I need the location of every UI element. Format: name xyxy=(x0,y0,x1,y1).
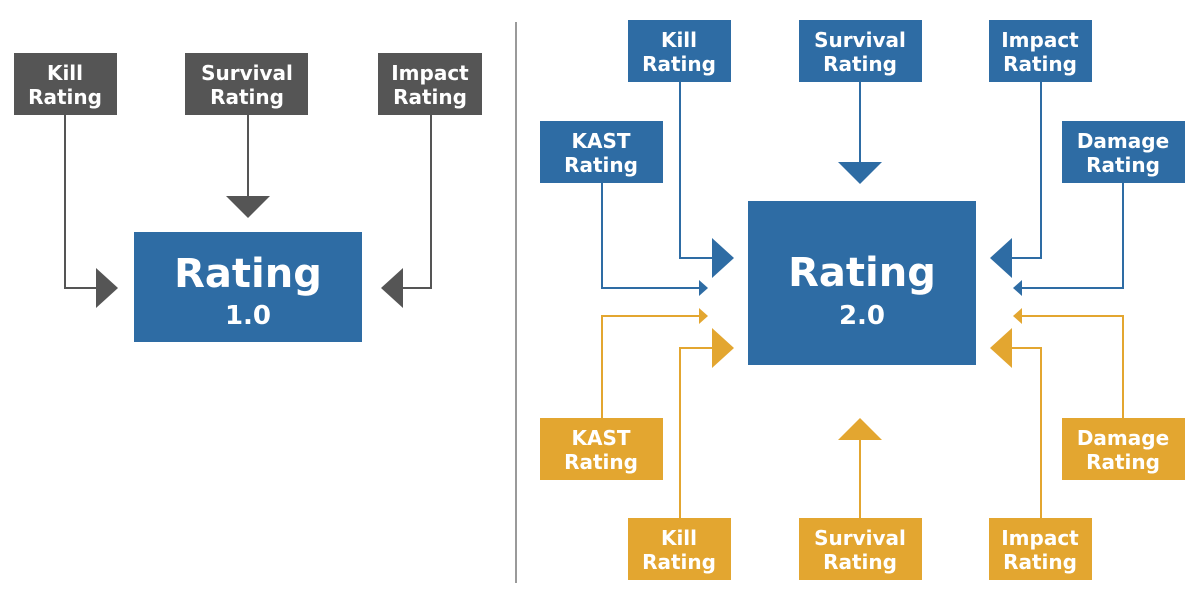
arrow-left-icon xyxy=(381,268,403,308)
gold-input-impact: Impact Rating xyxy=(989,518,1092,580)
impact-connector xyxy=(1012,347,1042,518)
box-line2: Rating xyxy=(1086,450,1160,474)
rating-2-diagram: Kill Rating Survival Rating Impact Ratin… xyxy=(540,20,1185,580)
box-line2: Rating xyxy=(642,550,716,574)
blue-input-impact: Impact Rating xyxy=(989,20,1092,82)
arrow-down-icon xyxy=(838,162,882,184)
box-line1: KAST xyxy=(571,426,630,450)
box-line2: Rating xyxy=(642,52,716,76)
arrow-right-small-icon xyxy=(699,280,708,296)
box-line1: Damage xyxy=(1077,426,1169,450)
rating-1-box: Rating 1.0 xyxy=(134,232,362,342)
box-line1: Survival xyxy=(814,526,906,550)
impact-connector xyxy=(1012,82,1042,259)
arrow-right-icon xyxy=(712,328,734,368)
arrow-left-small-icon xyxy=(1013,308,1022,324)
blue-input-damage: Damage Rating xyxy=(1062,121,1185,183)
center-version: 2.0 xyxy=(839,301,885,331)
box-line2: Rating xyxy=(210,85,284,109)
box-line1: Kill xyxy=(47,61,83,85)
arrow-left-small-icon xyxy=(1013,280,1022,296)
box-line1: Survival xyxy=(814,28,906,52)
box-line1: Impact xyxy=(1001,28,1079,52)
center-title: Rating xyxy=(788,250,936,296)
gold-input-survival: Survival Rating xyxy=(799,518,922,580)
arrow-down-icon xyxy=(226,196,270,218)
box-line1: Kill xyxy=(661,526,697,550)
box-line1: Impact xyxy=(391,61,469,85)
blue-connectors xyxy=(601,82,1124,289)
box-line2: Rating xyxy=(564,450,638,474)
impact-connector xyxy=(403,115,432,289)
arrow-right-icon xyxy=(712,238,734,278)
blue-input-kast: KAST Rating xyxy=(540,121,663,183)
arrow-left-icon xyxy=(990,238,1012,278)
kast-connector xyxy=(601,183,700,289)
damage-connector xyxy=(1022,315,1124,418)
blue-arrowheads xyxy=(699,162,1022,296)
left-input-impact: Impact Rating xyxy=(378,53,482,115)
box-line2: Rating xyxy=(1003,52,1077,76)
kast-connector xyxy=(601,315,700,418)
box-line1: Impact xyxy=(1001,526,1079,550)
box-line1: Kill xyxy=(661,28,697,52)
box-line1: Survival xyxy=(201,61,293,85)
kill-connector xyxy=(679,82,712,259)
arrow-up-icon xyxy=(838,418,882,440)
left-arrowheads xyxy=(96,196,403,308)
arrow-left-icon xyxy=(990,328,1012,368)
damage-connector xyxy=(1022,183,1124,289)
box-line2: Rating xyxy=(28,85,102,109)
gold-input-kill: Kill Rating xyxy=(628,518,731,580)
center-title: Rating xyxy=(174,251,322,297)
box-line2: Rating xyxy=(1003,550,1077,574)
box-line2: Rating xyxy=(564,153,638,177)
blue-input-survival: Survival Rating xyxy=(799,20,922,82)
gold-connectors xyxy=(601,315,1124,518)
box-line1: Damage xyxy=(1077,129,1169,153)
box-line1: KAST xyxy=(571,129,630,153)
box-line2: Rating xyxy=(1086,153,1160,177)
blue-input-kill: Kill Rating xyxy=(628,20,731,82)
left-input-kill: Kill Rating xyxy=(14,53,117,115)
arrow-right-small-icon xyxy=(699,308,708,324)
box-line2: Rating xyxy=(393,85,467,109)
gold-arrowheads xyxy=(699,308,1022,440)
gold-input-kast: KAST Rating xyxy=(540,418,663,480)
rating-1-diagram: Kill Rating Survival Rating Impact Ratin… xyxy=(14,53,482,342)
gold-input-damage: Damage Rating xyxy=(1062,418,1185,480)
rating-2-box: Rating 2.0 xyxy=(748,201,976,365)
center-version: 1.0 xyxy=(225,301,271,331)
left-input-survival: Survival Rating xyxy=(185,53,308,115)
left-connectors xyxy=(64,115,432,289)
box-line2: Rating xyxy=(823,550,897,574)
box-line2: Rating xyxy=(823,52,897,76)
arrow-right-icon xyxy=(96,268,118,308)
kill-connector xyxy=(679,347,712,518)
kill-connector xyxy=(64,115,97,289)
